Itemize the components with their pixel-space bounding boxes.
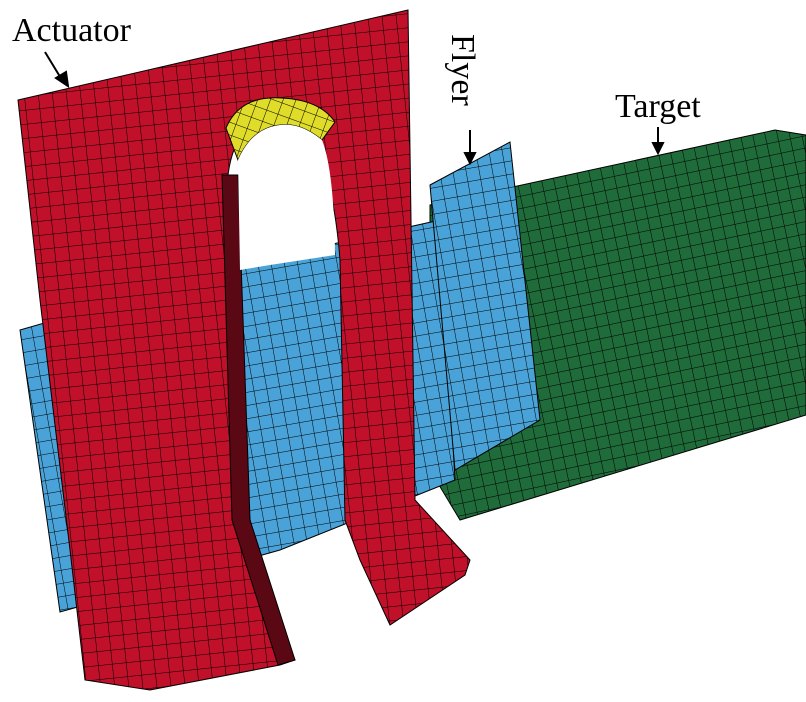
label-target: Target	[615, 88, 701, 125]
actuator-inner-edge	[221, 174, 296, 666]
arch-opening	[238, 124, 335, 270]
label-arrows	[44, 51, 665, 166]
flyer-upright-plate	[429, 141, 541, 471]
label-actuator: Actuator	[12, 12, 132, 49]
label-flyer: Flyer	[444, 34, 481, 106]
